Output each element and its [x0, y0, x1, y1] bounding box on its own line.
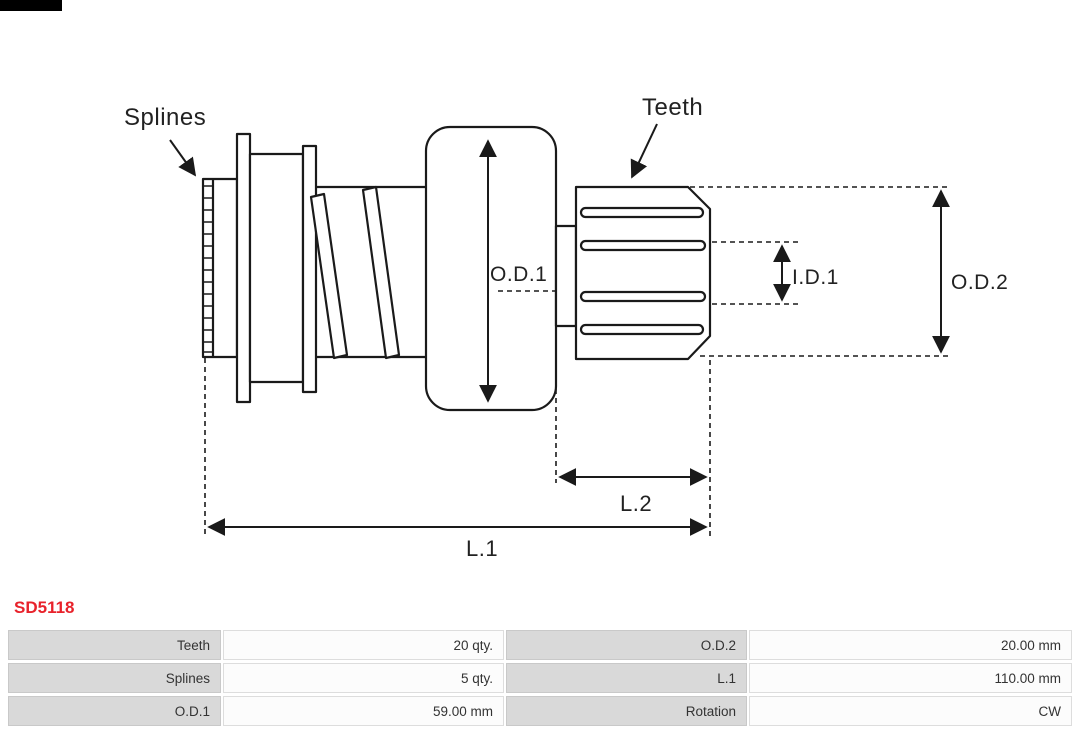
spec-value: 59.00 mm [223, 696, 504, 726]
teeth-label: Teeth [642, 94, 703, 121]
od2-label: O.D.2 [951, 271, 1008, 294]
gear-tooth-slot [579, 239, 707, 252]
spec-label: O.D.1 [8, 696, 221, 726]
splines-label: Splines [124, 104, 206, 131]
gear-tooth-slot [579, 323, 705, 336]
spec-row: Splines 5 qty. L.1 110.00 mm [8, 663, 1072, 693]
drive-outline [201, 125, 712, 412]
spec-value: 20 qty. [223, 630, 504, 660]
spline-shaft [201, 177, 239, 359]
spec-row: O.D.1 59.00 mm Rotation CW [8, 696, 1072, 726]
pinion-gear [574, 185, 712, 361]
spec-label: Rotation [506, 696, 747, 726]
step-ring [554, 224, 578, 328]
spec-value: 20.00 mm [749, 630, 1072, 660]
hub-cylinder [248, 152, 305, 384]
spec-value: 110.00 mm [749, 663, 1072, 693]
spec-label: L.1 [506, 663, 747, 693]
splines-leader-arrow [169, 139, 197, 177]
spec-value: CW [749, 696, 1072, 726]
spec-label: O.D.2 [506, 630, 747, 660]
id1-label: I.D.1 [792, 266, 839, 289]
teeth-leader-arrow [630, 123, 658, 179]
starter-drive-diagram: Splines Teeth O.D.1 I.D.1 O.D.2 L.2 L.1 [124, 94, 1008, 561]
construction-lines [204, 186, 950, 537]
part-number: SD5118 [14, 598, 75, 617]
gear-tooth-slot [579, 290, 707, 303]
spec-label: Splines [8, 663, 221, 693]
spec-value: 5 qty. [223, 663, 504, 693]
spec-table: Teeth 20 qty. O.D.2 20.00 mm Splines 5 q… [8, 630, 1072, 726]
gear-tooth-slot [579, 206, 705, 219]
flange-disc-2 [301, 144, 318, 394]
brand-logo-bar [0, 0, 62, 11]
spec-row: Teeth 20 qty. O.D.2 20.00 mm [8, 630, 1072, 660]
od1-label: O.D.1 [490, 263, 547, 286]
spec-label: Teeth [8, 630, 221, 660]
flange-disc-1 [235, 132, 252, 404]
dimension-arrows [169, 123, 950, 536]
l1-label: L.1 [466, 536, 498, 561]
spline-ridges [203, 185, 213, 353]
spring-coil-bar [309, 192, 349, 360]
spring-coil-bar [361, 185, 401, 360]
l2-label: L.2 [620, 491, 652, 516]
